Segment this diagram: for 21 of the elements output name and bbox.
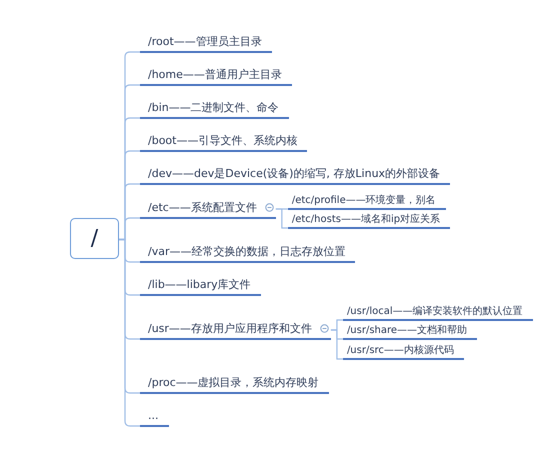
branch-topic: /var——经常交换的数据，日志存放位置: [140, 243, 356, 263]
branch-topic: [140, 199, 276, 219]
root-node-box: /: [70, 218, 119, 259]
branch-topic: ...: [140, 407, 168, 427]
branch-connector: [276, 208, 288, 229]
branch-topic: /boot——引导文件、系统内核: [140, 132, 308, 152]
branch-connector: [330, 329, 343, 360]
branch-topic: /dev——dev是Device(设备)的缩写, 存放Linux的外部设备: [140, 165, 450, 185]
branch-topic: /bin——二进制文件、命令: [140, 99, 289, 119]
branch-topic: /usr/src——内核源代码: [342, 344, 464, 360]
branch-topic: /root——管理员主目录: [140, 33, 272, 53]
branch-topic: /lib——libary库文件: [140, 276, 261, 296]
branch-topic: /etc/hosts——域名和ip对应关系: [288, 213, 450, 229]
topic-text: /usr——存放用户应用程序和文件: [148, 322, 312, 335]
topic-text: /etc——系统配置文件: [148, 201, 257, 214]
branch-topic: [140, 320, 331, 340]
branch-topic: /etc/profile——环境变量，别名: [288, 194, 446, 210]
branch-topic: /home——普通用户主目录: [140, 66, 292, 86]
branch-topic: /usr/local——编译安装软件的默认位置: [342, 305, 533, 321]
branch-topic: /usr/share——文档和帮助: [342, 324, 478, 340]
branch-topic: /proc——虚拟目录，系统内存映射: [140, 374, 329, 394]
